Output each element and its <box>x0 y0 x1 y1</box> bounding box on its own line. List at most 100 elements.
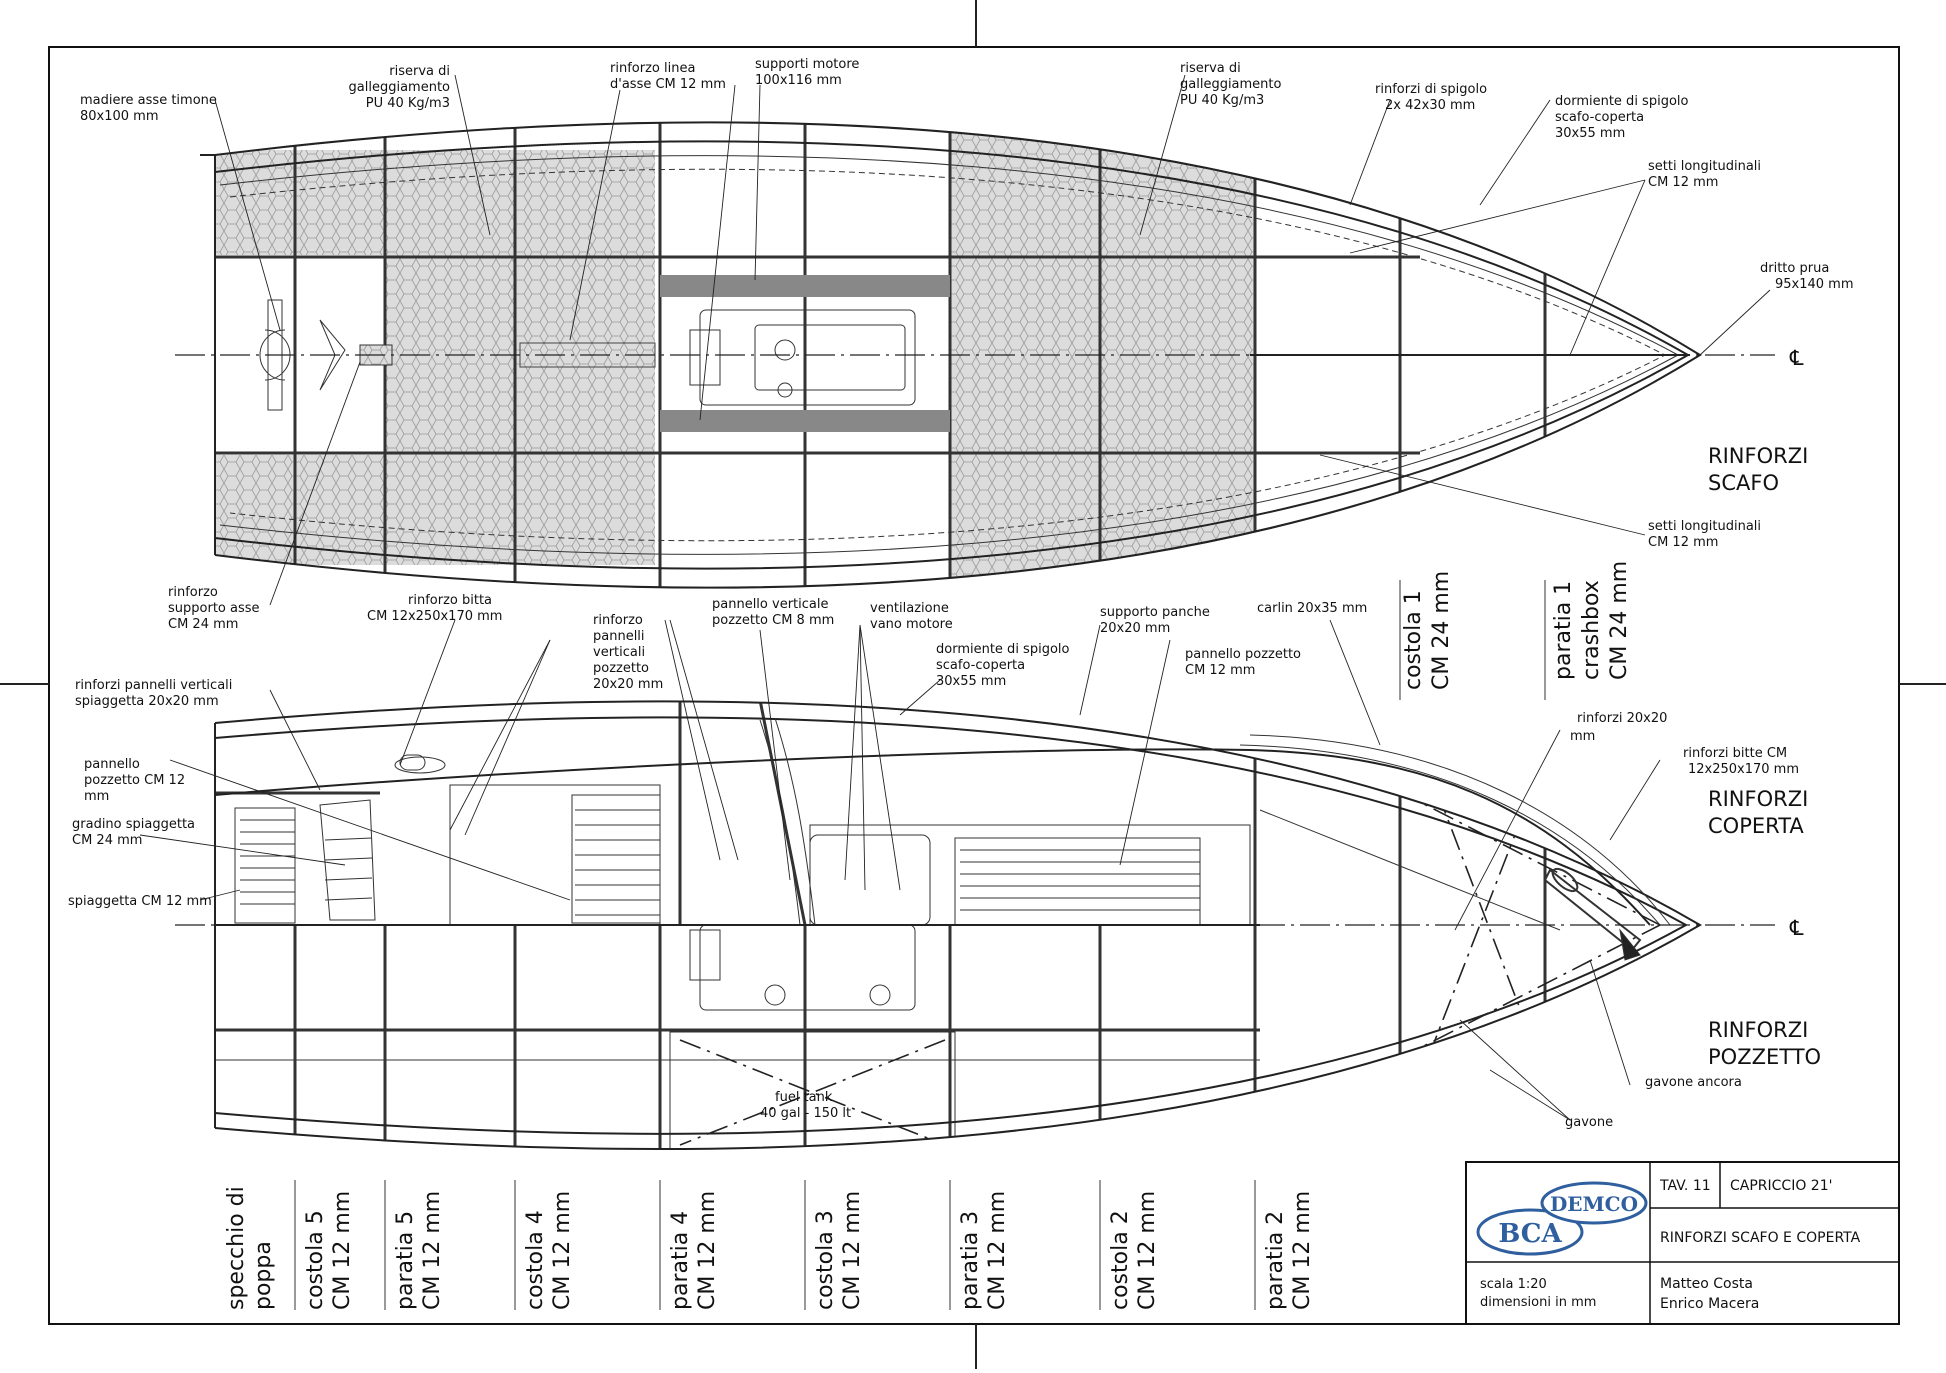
foam-zone <box>515 455 655 565</box>
station-label: costola 4 <box>523 1210 548 1310</box>
station-costola-1-dim: CM 24 mm <box>1429 571 1454 690</box>
fuel-tank <box>669 1031 956 1149</box>
label-dormiente-deck-2: scafo-coperta <box>936 658 1025 673</box>
cockpit-coaming <box>214 748 1651 926</box>
station-label-2: CM 12 mm <box>420 1191 445 1310</box>
station-label: costola 3 <box>813 1210 838 1310</box>
station-label: costola 2 <box>1108 1210 1133 1310</box>
label-riserva-b-3: PU 40 Kg/m3 <box>1180 93 1264 108</box>
leader-lines-bottom <box>139 619 1661 1121</box>
units-text: dimensioni in mm <box>1480 1295 1596 1310</box>
deck-outline <box>214 700 1702 1150</box>
station-label-2: CM 12 mm <box>695 1191 720 1310</box>
section-title-scafo: RINFORZI <box>1708 444 1808 468</box>
label-gavone-ancora: gavone ancora <box>1645 1075 1742 1090</box>
station-label-2: CM 12 mm <box>840 1191 865 1310</box>
leader-lines-top <box>214 74 1771 606</box>
station-costola-1: costola 1 <box>1401 590 1426 690</box>
section-title-pozzetto: RINFORZI <box>1708 1018 1808 1042</box>
author-1: Matteo Costa <box>1660 1276 1753 1292</box>
label-riserva-b: riserva di <box>1180 61 1241 76</box>
label-rinforzo-bitta: rinforzo bitta <box>408 593 492 608</box>
station-paratia-1-3: CM 24 mm <box>1607 561 1632 680</box>
station-label: paratia 3 <box>958 1211 983 1310</box>
section-title-coperta: RINFORZI <box>1708 787 1808 811</box>
section-title-scafo-2: SCAFO <box>1708 471 1779 495</box>
engine-support <box>660 275 950 297</box>
station-label: costola 5 <box>303 1210 328 1310</box>
label-rinforzi-spigolo: rinforzi di spigolo <box>1375 82 1487 97</box>
scale-text: scala 1:20 <box>1480 1277 1547 1292</box>
engine-outline-deck <box>689 924 916 1011</box>
label-dritto-prua-2: 95x140 mm <box>1775 277 1854 292</box>
label-rinforzi-bitte-2: 12x250x170 mm <box>1688 762 1799 777</box>
label-pannello-2: pozzetto CM 12 <box>84 773 185 788</box>
foam-zone <box>515 150 655 255</box>
label-supporto-asse-3: CM 24 mm <box>168 617 238 632</box>
station-label-2: CM 12 mm <box>550 1191 575 1310</box>
centerline-symbol-top: ℄ <box>1789 346 1804 370</box>
label-rinforzo-pannelli-2: pannelli <box>593 629 645 644</box>
sheet-number: TAV. 11 <box>1659 1178 1711 1194</box>
label-supporti-motore-2: 100x116 mm <box>755 73 842 88</box>
label-rinforzi-20x20: rinforzi 20x20 <box>1577 711 1667 726</box>
station-label-2: CM 12 mm <box>985 1191 1010 1310</box>
sheet-border <box>48 46 1900 1325</box>
label-fuel-tank: fuel tank <box>775 1090 833 1105</box>
logo-demco: DEMCO <box>1550 1192 1638 1216</box>
mid-station-labels: costola 1 CM 24 mm paratia 1 crashbox CM… <box>1401 561 1632 690</box>
label-rinforzo-linea: rinforzo linea <box>610 61 695 76</box>
label-rinforzi-spigolo-2: 2x 42x30 mm <box>1385 98 1475 113</box>
label-rinforzo-pannelli: rinforzo <box>593 613 643 628</box>
station-labels: specchio di poppa costola 5 CM 12 mm par… <box>224 1186 1315 1310</box>
label-dormiente-deck: dormiente di spigolo <box>936 642 1070 657</box>
station-label: specchio di <box>224 1186 249 1310</box>
foam-zone <box>215 455 515 565</box>
label-rinforzo-pannelli-5: 20x20 mm <box>593 677 663 692</box>
label-riserva-a-3: PU 40 Kg/m3 <box>366 96 450 111</box>
station-label: paratia 2 <box>1263 1211 1288 1310</box>
label-pannello-3: mm <box>84 789 109 804</box>
label-supporto-asse: rinforzo <box>168 585 218 600</box>
station-paratia-1: paratia 1 <box>1551 581 1576 680</box>
label-madiere: madiere asse timone <box>80 93 217 108</box>
station-ticks <box>294 580 1546 1310</box>
label-rinforzi-spiaggetta-2: spiaggetta 20x20 mm <box>75 694 219 709</box>
label-rinforzo-pannelli-4: pozzetto <box>593 661 649 676</box>
label-gradino: gradino spiaggetta <box>72 817 195 832</box>
label-dritto-prua: dritto prua <box>1760 261 1829 276</box>
label-ventilazione: ventilazione <box>870 601 949 616</box>
label-setti-b-2: CM 12 mm <box>1648 535 1718 550</box>
label-fuel-tank-2: 40 gal - 150 lt <box>760 1106 851 1121</box>
labels-hull: madiere asse timone 80x100 mm riserva di… <box>80 57 1854 632</box>
station-label-2: CM 12 mm <box>1135 1191 1160 1310</box>
project-name: CAPRICCIO 21' <box>1730 1178 1832 1194</box>
label-riserva-b-2: galleggiamento <box>1180 77 1282 92</box>
company-logo: DEMCO BCA <box>1476 1181 1648 1256</box>
label-pannello: pannello <box>84 757 140 772</box>
label-supporto-panche-2: 20x20 mm <box>1100 621 1170 636</box>
station-paratia-1-2: crashbox <box>1579 580 1604 680</box>
station-label: paratia 4 <box>668 1211 693 1310</box>
label-riserva-a-2: galleggiamento <box>349 80 451 95</box>
label-setti-b: setti longitudinali <box>1648 519 1761 534</box>
label-pannello-pozzetto-2: CM 12 mm <box>1185 663 1255 678</box>
label-rinforzi-bitte: rinforzi bitte CM <box>1683 746 1787 761</box>
label-gradino-2: CM 24 mm <box>72 833 142 848</box>
label-rinforzo-linea-2: d'asse CM 12 mm <box>610 77 726 92</box>
label-pannello-verticale: pannello verticale <box>712 597 828 612</box>
label-pannello-pozzetto: pannello pozzetto <box>1185 647 1301 662</box>
labels-deck: rinforzo bitta CM 12x250x170 mm rinforzo… <box>68 593 1799 1130</box>
label-setti-a-2: CM 12 mm <box>1648 175 1718 190</box>
label-supporti-motore: supporti motore <box>755 57 859 72</box>
label-ventilazione-2: vano motore <box>870 617 953 632</box>
label-rinforzi-spiaggetta: rinforzi pannelli verticali <box>75 678 232 693</box>
label-pannello-verticale-2: pozzetto CM 8 mm <box>712 613 834 628</box>
label-madiere-dim: 80x100 mm <box>80 109 159 124</box>
label-rinforzo-pannelli-3: verticali <box>593 645 645 660</box>
label-spiaggetta: spiaggetta CM 12 mm <box>68 894 212 909</box>
label-dormiente: dormiente di spigolo <box>1555 94 1689 109</box>
label-gavone: gavone <box>1565 1115 1613 1130</box>
